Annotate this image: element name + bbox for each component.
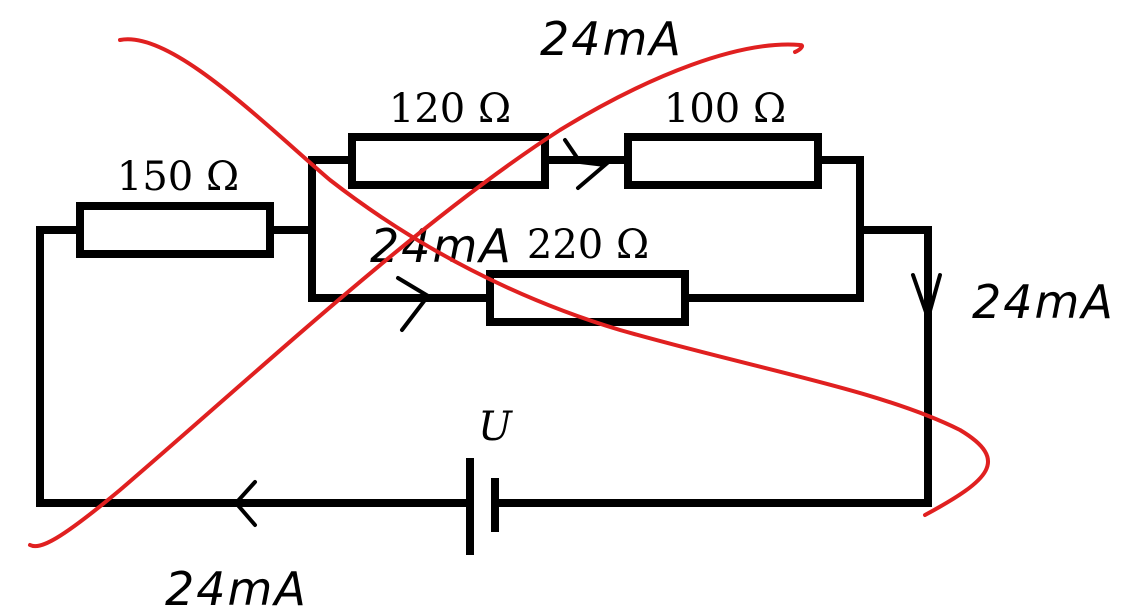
current-arrow-right-icon — [396, 276, 431, 332]
label-120: 120 Ω — [389, 86, 511, 132]
resistor-150 — [76, 202, 274, 258]
current-arrow-down-icon — [911, 273, 942, 325]
annotation-right-current: 24mA — [972, 275, 1115, 329]
label-150: 150 Ω — [117, 154, 239, 200]
wires — [36, 156, 932, 507]
label-source: U — [478, 404, 513, 450]
label-100: 100 Ω — [664, 86, 786, 132]
strike-line-2 — [28, 42, 805, 549]
current-arrow-left-icon — [233, 480, 257, 527]
current-arrow-top-icon — [563, 138, 610, 190]
resistor-100 — [624, 133, 822, 189]
strike-line-1 — [118, 37, 991, 517]
annotation-top-current: 24mA — [540, 12, 683, 66]
label-220: 220 Ω — [527, 222, 649, 268]
resistor-220 — [486, 270, 689, 326]
annotation-bottom-current: 24mA — [165, 562, 308, 615]
annotation-middle-current: 24mA — [370, 219, 513, 273]
